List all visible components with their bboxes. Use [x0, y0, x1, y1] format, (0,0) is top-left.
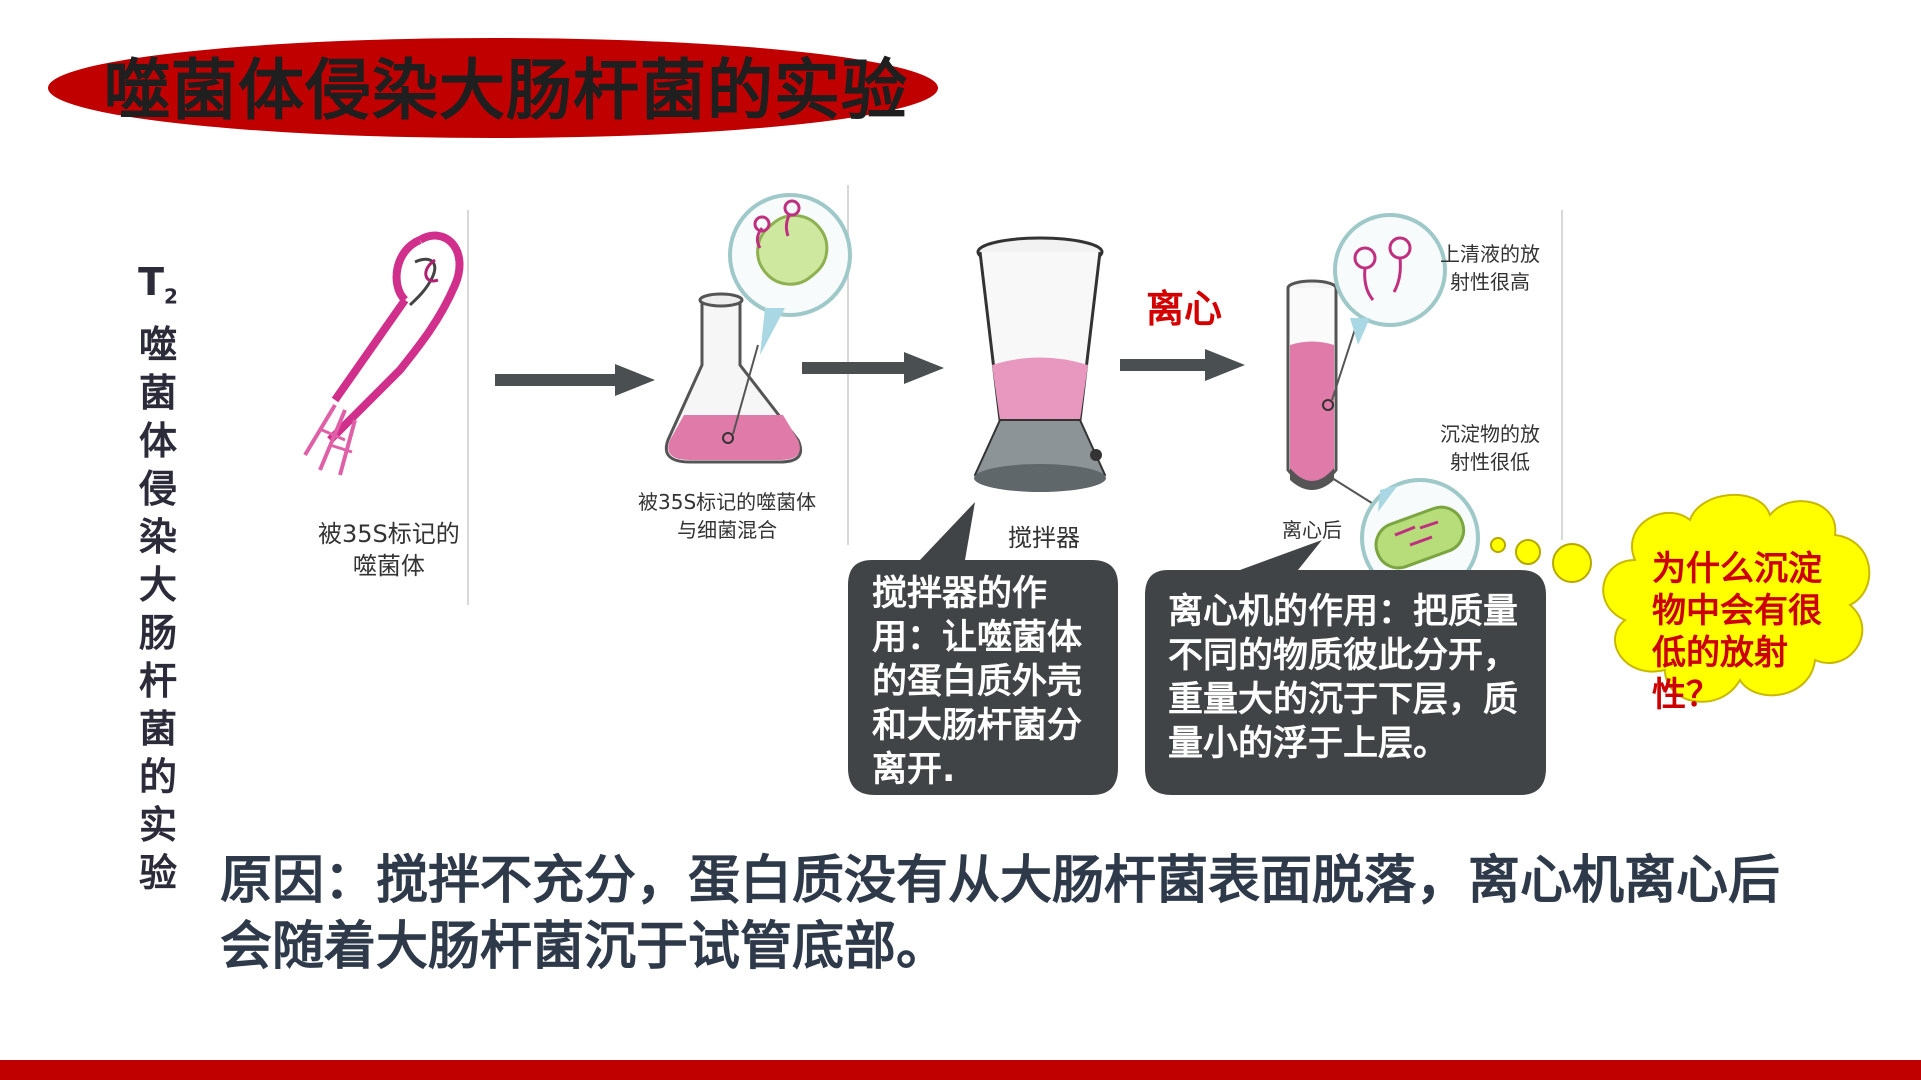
blender-callout-shape	[848, 502, 1118, 795]
thought-bubble-icon	[1490, 537, 1592, 583]
centrifuge-callout-shape	[1145, 540, 1546, 795]
side-title-char: 菌	[138, 706, 177, 751]
side-title-char: 染	[138, 514, 177, 559]
centrifuge-label: 离心	[1146, 287, 1223, 331]
side-title-char: 实	[138, 802, 177, 847]
side-title: T2 噬菌体侵染大肠杆菌的实验	[128, 258, 188, 897]
test-tube-icon	[1286, 279, 1376, 506]
side-title-char: 的	[138, 754, 177, 799]
bottom-bar	[0, 1060, 1921, 1080]
page-title: 噬菌体侵染大肠杆菌的实验	[104, 52, 908, 129]
side-title-char: 菌	[138, 370, 177, 415]
tube-label: 离心后	[1282, 518, 1342, 542]
side-title-char: 侵	[138, 466, 177, 511]
supernatant-label: 上清液的放 射性很高	[1440, 242, 1540, 294]
side-title-char: 大	[138, 562, 177, 607]
blender-callout-text: 搅拌器的作用：让噬菌体的蛋白质外壳和大肠杆菌分离开.	[872, 574, 1083, 790]
flask-label: 被35S标记的噬菌体 与细菌混合	[638, 490, 817, 542]
sediment-magnifier-icon	[1360, 478, 1480, 598]
side-title-char: 肠	[138, 610, 177, 655]
question-text: 为什么沉淀物中会有很低的放射性？	[1652, 549, 1822, 715]
side-title-char: 噬	[138, 322, 177, 367]
reason-text: 原因：搅拌不充分，蛋白质没有从大肠杆菌表面脱落，离心机离心后会随着大肠杆菌沉于试…	[220, 851, 1781, 977]
phage-icon	[303, 231, 464, 476]
supernatant-magnifier-icon	[1333, 213, 1447, 345]
arrow-3-icon	[1120, 349, 1245, 381]
flask-icon	[664, 292, 803, 464]
blender-label: 搅拌器	[1008, 524, 1080, 552]
side-title-t2: T2	[138, 260, 178, 309]
arrow-2-icon	[802, 352, 944, 384]
side-title-chars: 噬菌体侵染大肠杆菌的实验	[128, 321, 188, 897]
blender-icon	[973, 236, 1107, 492]
title-ellipse	[48, 38, 938, 138]
phage-label: 被35S标记的 噬菌体	[318, 520, 460, 581]
centrifuge-callout-text: 离心机的作用：把质量不同的物质彼此分开，重量大的沉于下层，质量小的浮于上层。	[1168, 592, 1519, 764]
side-title-char: 体	[138, 418, 177, 463]
sediment-label: 沉淀物的放 射性很低	[1440, 422, 1540, 474]
question-cloud-shape	[1602, 494, 1871, 703]
side-title-char: 验	[138, 850, 177, 895]
flask-magnifier-icon	[728, 193, 852, 355]
arrow-1-icon	[495, 364, 655, 396]
side-title-char: 杆	[138, 658, 177, 703]
